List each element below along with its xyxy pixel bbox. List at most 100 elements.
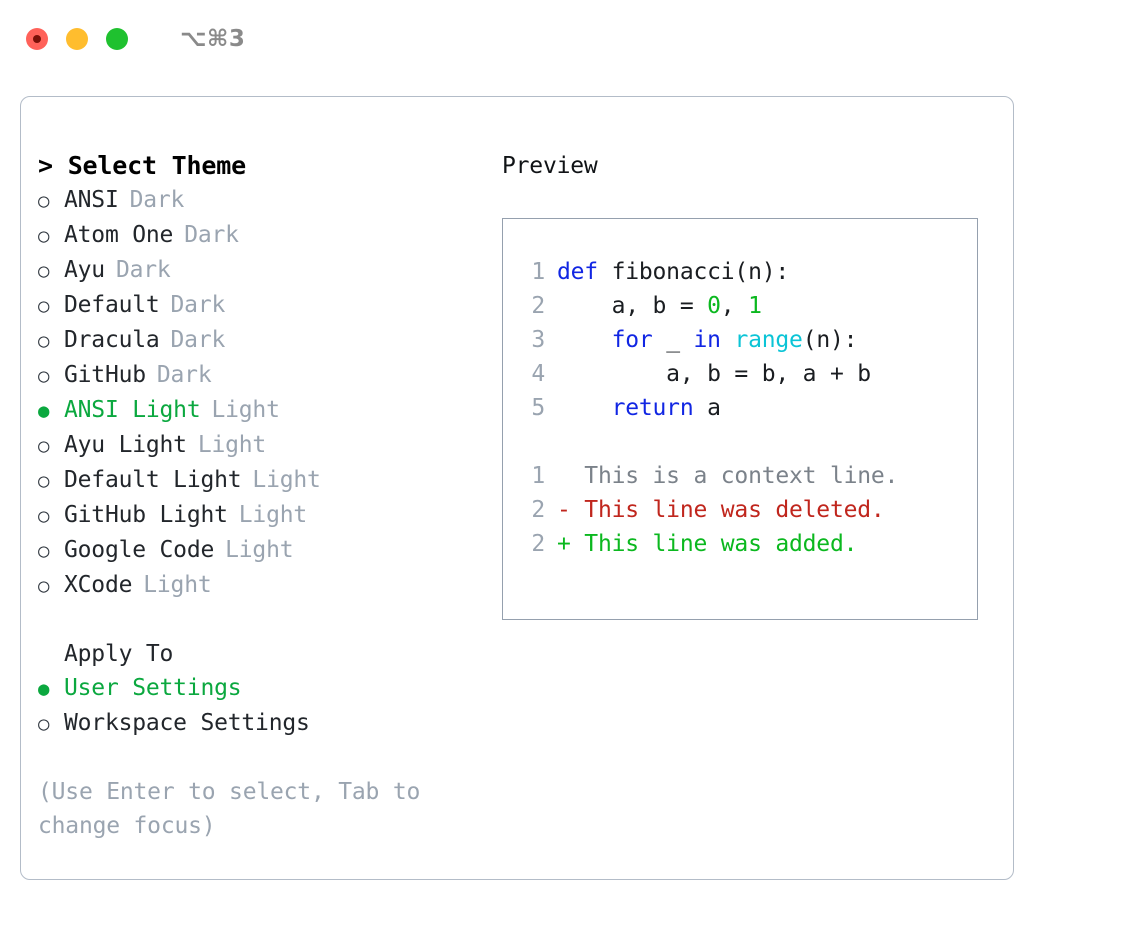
radio-unselected-icon: ○ bbox=[38, 470, 50, 492]
radio-selected-icon: ● bbox=[38, 400, 50, 422]
window-controls bbox=[26, 28, 128, 50]
diff-marker: - bbox=[557, 497, 585, 523]
code-line-text: for _ in range(n): bbox=[557, 323, 858, 357]
minimize-button[interactable] bbox=[66, 28, 88, 50]
code-line-text: a, b = b, a + b bbox=[557, 357, 871, 391]
code-token-kw: return bbox=[611, 395, 694, 421]
code-token-plain: a, b = b, a + b bbox=[557, 361, 871, 387]
apply-to-header: Apply To bbox=[64, 641, 174, 667]
radio-selected-icon: ● bbox=[38, 678, 50, 700]
theme-option-label: Atom One bbox=[64, 222, 174, 248]
radio-unselected-icon: ○ bbox=[38, 713, 50, 735]
radio-unselected-icon: ○ bbox=[38, 435, 50, 457]
theme-option-label: ANSI bbox=[64, 187, 119, 213]
diff-line-add: 2+ This line was added. bbox=[517, 527, 977, 561]
theme-option-default-light[interactable]: ○ Default Light Light bbox=[38, 463, 488, 498]
line-number: 3 bbox=[531, 327, 545, 353]
code-line: 1 def fibonacci(n): bbox=[517, 255, 977, 289]
code-token-plain bbox=[557, 327, 612, 353]
theme-option-label: Dracula bbox=[64, 327, 160, 353]
code-line-text: def fibonacci(n): bbox=[557, 255, 789, 289]
radio-unselected-icon: ○ bbox=[38, 225, 50, 247]
code-token-plain: , bbox=[720, 293, 749, 319]
theme-option-label: Default bbox=[64, 292, 160, 318]
radio-unselected-icon: ○ bbox=[38, 365, 50, 387]
apply-to-option-list: ● User Settings ○ Workspace Settings bbox=[38, 671, 488, 741]
code-token-kw: def bbox=[557, 259, 612, 285]
diff-line-del: 2- This line was deleted. bbox=[517, 493, 977, 527]
theme-option-ansi[interactable]: ○ ANSI Dark bbox=[38, 183, 488, 218]
line-number: 1 bbox=[531, 259, 545, 285]
radio-unselected-icon: ○ bbox=[38, 295, 50, 317]
theme-option-github-light[interactable]: ○ GitHub Light Light bbox=[38, 498, 488, 533]
diff-line-text: This is a context line. bbox=[584, 463, 899, 489]
code-token-kw: in bbox=[693, 327, 721, 353]
theme-variant-tag: Dark bbox=[129, 187, 185, 213]
apply-to-option-label: User Settings bbox=[64, 675, 242, 701]
line-number: 4 bbox=[531, 361, 545, 387]
line-number: 2 bbox=[531, 497, 545, 523]
code-token-plain bbox=[557, 395, 612, 421]
line-number: 2 bbox=[531, 293, 545, 319]
keyboard-shortcut-label: ⌥⌘3 bbox=[180, 26, 246, 52]
diff-line-text: This line was deleted. bbox=[584, 497, 885, 523]
radio-unselected-icon: ○ bbox=[38, 190, 50, 212]
theme-option-github[interactable]: ○ GitHub Dark bbox=[38, 358, 488, 393]
theme-option-label: GitHub bbox=[64, 362, 146, 388]
title-bar: ⌥⌘3 bbox=[0, 0, 1140, 78]
code-token-fn: range bbox=[734, 327, 803, 353]
theme-variant-tag: Light bbox=[238, 502, 308, 528]
theme-option-label: GitHub Light bbox=[64, 502, 228, 528]
radio-unselected-icon: ○ bbox=[38, 575, 50, 597]
code-token-plain: fibonacci(n): bbox=[611, 259, 790, 285]
code-token-plain: _ bbox=[652, 327, 694, 353]
code-line: 4 a, b = b, a + b bbox=[517, 357, 977, 391]
theme-option-ayu[interactable]: ○ Ayu Dark bbox=[38, 253, 488, 288]
code-token-plain bbox=[721, 327, 735, 353]
maximize-button[interactable] bbox=[106, 28, 128, 50]
apply-to-option-user-settings[interactable]: ● User Settings bbox=[38, 671, 488, 706]
apply-to-option-label: Workspace Settings bbox=[64, 710, 310, 736]
line-number: 2 bbox=[531, 531, 545, 557]
close-button[interactable] bbox=[26, 28, 48, 50]
theme-option-label: Ayu Light bbox=[64, 432, 187, 458]
code-token-num: 1 bbox=[748, 293, 762, 319]
theme-variant-tag: Light bbox=[225, 537, 294, 563]
theme-option-label: Ayu bbox=[64, 257, 105, 283]
theme-variant-tag: Light bbox=[211, 397, 280, 423]
theme-variant-tag: Dark bbox=[156, 362, 212, 388]
select-theme-header: > Select Theme bbox=[38, 151, 246, 180]
radio-unselected-icon: ○ bbox=[38, 260, 50, 282]
section-spacer bbox=[38, 603, 488, 637]
diff-sample: 1 This is a context line.2- This line wa… bbox=[517, 459, 977, 561]
theme-variant-tag: Light bbox=[252, 467, 321, 493]
code-line: 2 a, b = 0, 1 bbox=[517, 289, 977, 323]
code-line-text: return a bbox=[557, 391, 721, 425]
radio-unselected-icon: ○ bbox=[38, 505, 50, 527]
preview-title: Preview bbox=[502, 153, 598, 179]
code-line-text: a, b = 0, 1 bbox=[557, 289, 762, 323]
code-token-plain: a, b = bbox=[557, 293, 708, 319]
apply-to-option-workspace-settings[interactable]: ○ Workspace Settings bbox=[38, 706, 488, 741]
theme-variant-tag: Dark bbox=[115, 257, 171, 283]
theme-variant-tag: Dark bbox=[170, 327, 226, 353]
code-token-plain: (n): bbox=[802, 327, 858, 353]
diff-line-text: This line was added. bbox=[584, 531, 858, 557]
radio-unselected-icon: ○ bbox=[38, 540, 50, 562]
theme-option-label: Default Light bbox=[64, 467, 242, 493]
keyboard-hint-text: (Use Enter to select, Tab to change focu… bbox=[38, 779, 421, 839]
